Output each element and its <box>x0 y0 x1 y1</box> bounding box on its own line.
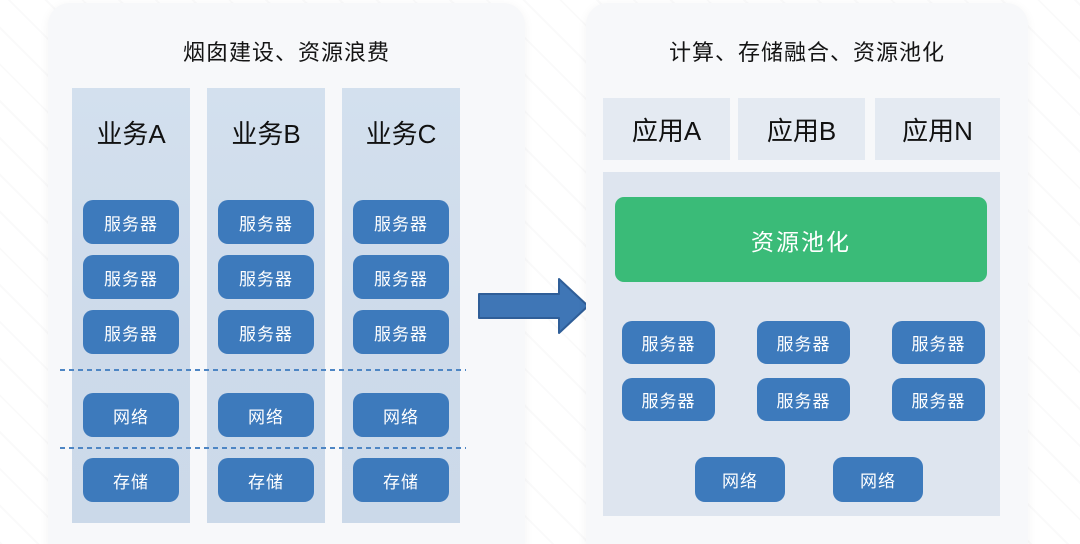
network-box: 网络 <box>353 393 449 437</box>
divider-dashed-line <box>60 369 466 371</box>
storage-box: 存储 <box>83 458 179 502</box>
server-box: 服务器 <box>218 310 314 354</box>
server-box: 服务器 <box>757 378 850 421</box>
app-box-b: 应用B <box>738 98 865 160</box>
storage-box: 存储 <box>353 458 449 502</box>
network-box: 网络 <box>695 457 785 502</box>
server-box: 服务器 <box>353 200 449 244</box>
server-box: 服务器 <box>757 321 850 364</box>
business-b-header: 业务B <box>231 118 301 149</box>
server-box: 服务器 <box>218 200 314 244</box>
app-box-a: 应用A <box>603 98 730 160</box>
app-box-n: 应用N <box>875 98 1000 160</box>
resource-pool-container: 资源池化 服务器 服务器 服务器 服务器 服务器 服务器 网络 网络 <box>603 172 1000 516</box>
server-box: 服务器 <box>353 255 449 299</box>
right-panel-title: 计算、存储融合、资源池化 <box>668 40 945 65</box>
resource-pool-box: 资源池化 <box>615 197 987 282</box>
server-box: 服务器 <box>892 321 985 364</box>
business-column-a: 业务A 服务器 服务器 服务器 网络 存储 <box>72 88 190 523</box>
network-box: 网络 <box>218 393 314 437</box>
left-panel-title: 烟囱建设、资源浪费 <box>182 40 390 65</box>
server-box: 服务器 <box>892 378 985 421</box>
network-box: 网络 <box>83 393 179 437</box>
server-box: 服务器 <box>622 378 715 421</box>
server-box: 服务器 <box>622 321 715 364</box>
business-a-header: 业务A <box>96 118 166 149</box>
network-box: 网络 <box>833 457 923 502</box>
business-column-c: 业务C 服务器 服务器 服务器 网络 存储 <box>342 88 460 523</box>
server-box: 服务器 <box>83 255 179 299</box>
silo-architecture-card: 烟囱建设、资源浪费 业务A 服务器 服务器 服务器 网络 存储 业务B 服务器 … <box>48 3 525 544</box>
server-box: 服务器 <box>83 310 179 354</box>
storage-box: 存储 <box>218 458 314 502</box>
business-column-b: 业务B 服务器 服务器 服务器 网络 存储 <box>207 88 325 523</box>
server-box: 服务器 <box>83 200 179 244</box>
pooled-architecture-card: 计算、存储融合、资源池化 应用A 应用B 应用N 资源池化 服务器 服务器 服务… <box>586 3 1028 544</box>
divider-dashed-line <box>60 447 466 449</box>
right-arrow-icon <box>470 270 596 342</box>
server-box: 服务器 <box>218 255 314 299</box>
business-c-header: 业务C <box>365 118 437 149</box>
server-box: 服务器 <box>353 310 449 354</box>
